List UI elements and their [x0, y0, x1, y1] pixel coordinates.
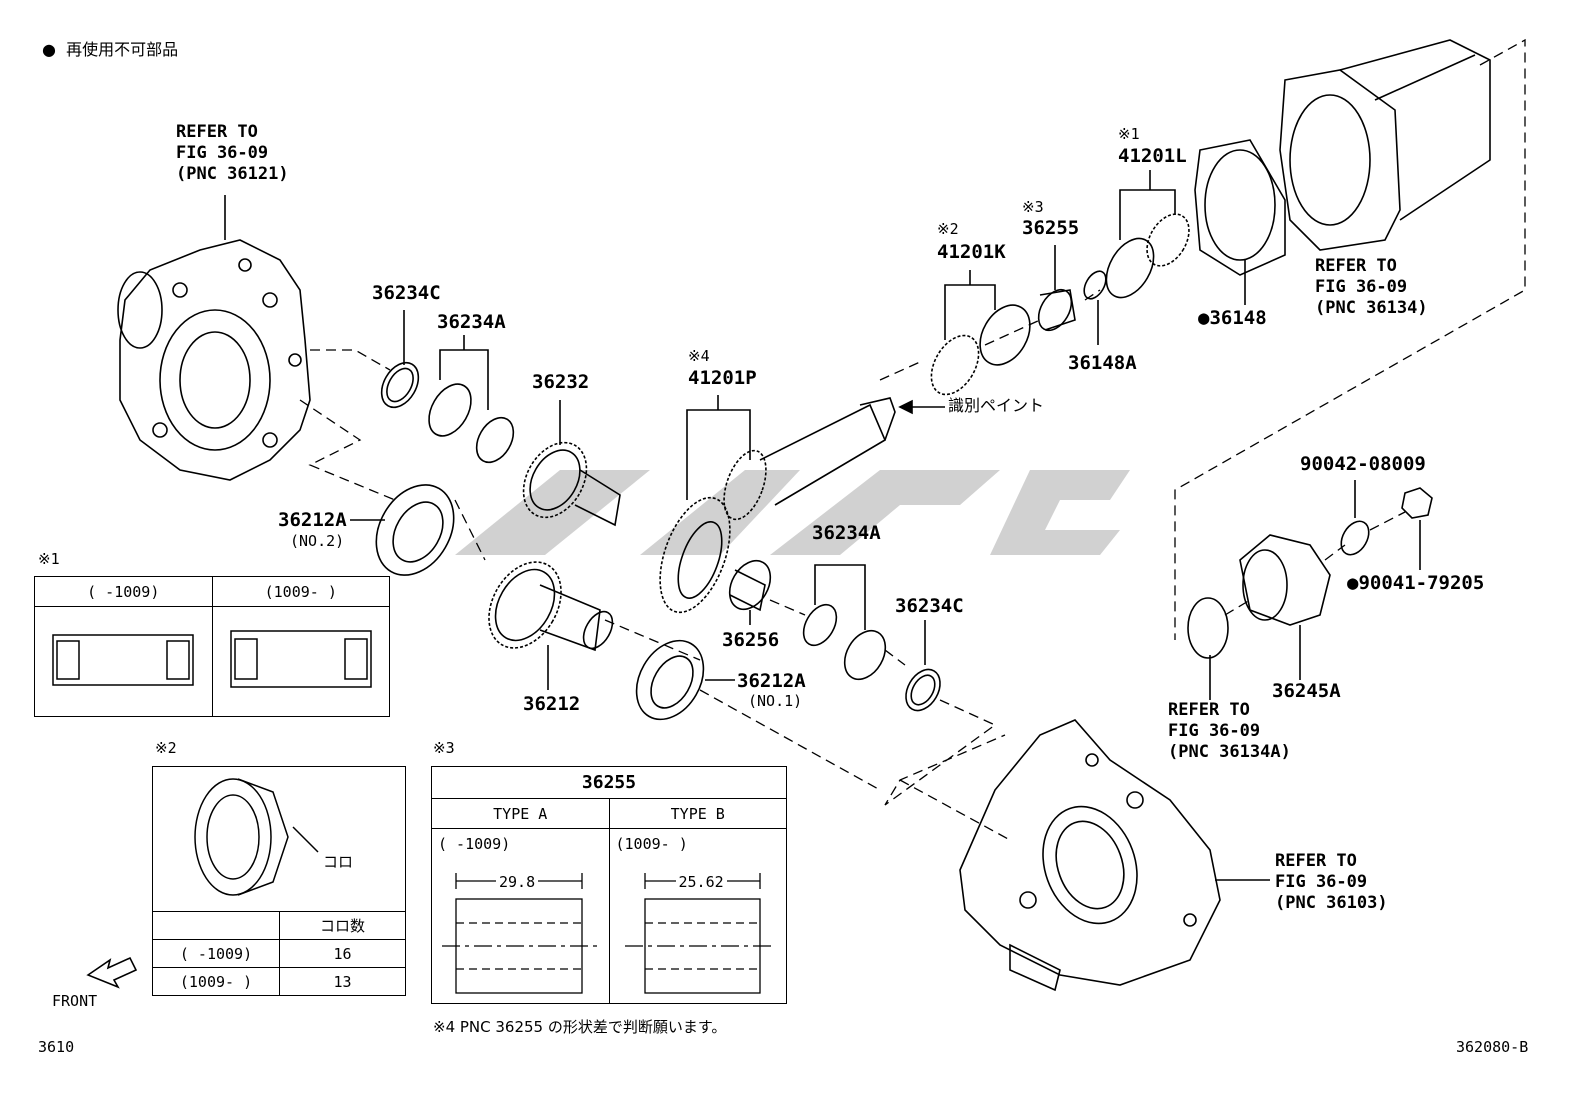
note3-range-a: ( -1009) — [438, 835, 511, 853]
bullet-icon: ● — [42, 40, 67, 59]
part-41201k[interactable]: 41201K — [937, 241, 1006, 263]
note3-sleeve-a: ( -1009) 29.8 — [431, 828, 610, 1004]
note3-title: 36255 — [431, 766, 787, 799]
transfer-case-housing-left — [117, 195, 311, 481]
roller-label: コロ — [323, 853, 354, 871]
note3-dim-b: 25.62 — [675, 875, 727, 890]
note2-mark: ※2 — [155, 739, 177, 757]
note1-table: ( -1009) (1009- ) — [34, 576, 390, 717]
paint-identification-label: 識別ペイント — [948, 396, 1045, 415]
ring-gear-41201p — [659, 395, 896, 614]
ref-36134: REFER TO FIG 36-09 (PNC 36134) — [1315, 256, 1428, 318]
gear-36232 — [522, 400, 621, 527]
sleeve-type-a-icon — [442, 873, 598, 994]
note3-sleeve-b: (1009- ) 25.62 — [608, 828, 787, 1004]
part-36245a[interactable]: 36245A — [1272, 680, 1341, 702]
note1-bearing-b — [211, 606, 390, 717]
part-36234c-upper[interactable]: 36234C — [372, 282, 441, 304]
bearing-type-a-icon — [52, 633, 194, 686]
note3-type-a: TYPE A — [431, 798, 610, 829]
part-36234c-lower[interactable]: 36234C — [895, 595, 964, 617]
note1-mark: ※1 — [38, 550, 60, 568]
part-36234a-upper[interactable]: 36234A — [437, 311, 506, 333]
part-90041-79205[interactable]: ●90041-79205 — [1347, 572, 1485, 594]
note2-row-range: (1009- ) — [152, 967, 280, 996]
legend-text: 再使用不可部品 — [66, 40, 179, 59]
note2-row-range: ( -1009) — [152, 939, 280, 968]
note3-dim-a: 29.8 — [496, 875, 539, 890]
part-36212a-no1[interactable]: 36212A — [737, 670, 806, 692]
note-mark-2: ※2 — [937, 220, 959, 238]
note2-table: コロ コロ数 ( -1009) 16 (1009- ) 13 — [152, 766, 406, 996]
sleeve-type-b-icon — [624, 873, 775, 994]
footer-page-number: 3610 — [38, 1038, 75, 1056]
roller-count-header: コロ数 — [279, 911, 406, 940]
part-36212a-no1-sub: (NO.1) — [748, 692, 803, 710]
part-90042-08009[interactable]: 90042-08009 — [1300, 453, 1426, 475]
part-36256[interactable]: 36256 — [722, 629, 780, 651]
part-36212a-no2-sub: (NO.2) — [290, 532, 345, 550]
note1-col-a: ( -1009) — [34, 576, 213, 607]
roller-bearing-icon — [194, 778, 319, 896]
watermark-logo — [455, 470, 1130, 555]
ref-36121: REFER TO FIG 36-09 (PNC 36121) — [176, 122, 289, 184]
front-label: FRONT — [52, 992, 98, 1010]
gear-36212 — [488, 561, 614, 690]
note3-type-b: TYPE B — [608, 798, 787, 829]
footer-figure-id: 362080-B — [1456, 1038, 1529, 1056]
transfer-case-housing-right — [959, 719, 1270, 992]
ref-36134a: REFER TO FIG 36-09 (PNC 36134A) — [1168, 700, 1291, 762]
part-36234a-lower[interactable]: 36234A — [812, 522, 881, 544]
part-36212a-no2[interactable]: 36212A — [278, 509, 347, 531]
legend-unreusable: ● 再使用不可部品 — [42, 42, 178, 58]
note3-range-b: (1009- ) — [615, 835, 688, 853]
part-41201l[interactable]: 41201L — [1118, 145, 1187, 167]
note-mark-4: ※4 — [688, 347, 710, 365]
extension-housing-36134 — [1279, 39, 1491, 251]
note1-bearing-a — [34, 606, 213, 717]
note4-text: ※4 PNC 36255 の形状差で判断願います。 — [433, 1018, 727, 1036]
part-36232[interactable]: 36232 — [532, 371, 590, 393]
ref-36103: REFER TO FIG 36-09 (PNC 36103) — [1275, 851, 1388, 913]
bearing-type-b-icon — [230, 629, 372, 688]
note2-row-count: 13 — [279, 967, 406, 996]
note-mark-3: ※3 — [1022, 198, 1044, 216]
note2-bearing-cell: コロ — [152, 766, 406, 912]
part-36212[interactable]: 36212 — [523, 693, 581, 715]
note2-row-count: 16 — [279, 939, 406, 968]
note-mark-1: ※1 — [1118, 125, 1140, 143]
note3-table: 36255 TYPE A TYPE B ( -1009) 29.8 (1009-… — [431, 766, 787, 1004]
note1-col-b: (1009- ) — [211, 576, 390, 607]
note2-diagonal-cell — [152, 911, 280, 940]
part-36148[interactable]: ●36148 — [1198, 307, 1267, 329]
part-41201p[interactable]: 41201P — [688, 367, 757, 389]
part-36148a[interactable]: 36148A — [1068, 352, 1137, 374]
note3-mark: ※3 — [433, 739, 455, 757]
companion-flange-36245a — [1187, 534, 1331, 700]
part-36255[interactable]: 36255 — [1022, 217, 1080, 239]
